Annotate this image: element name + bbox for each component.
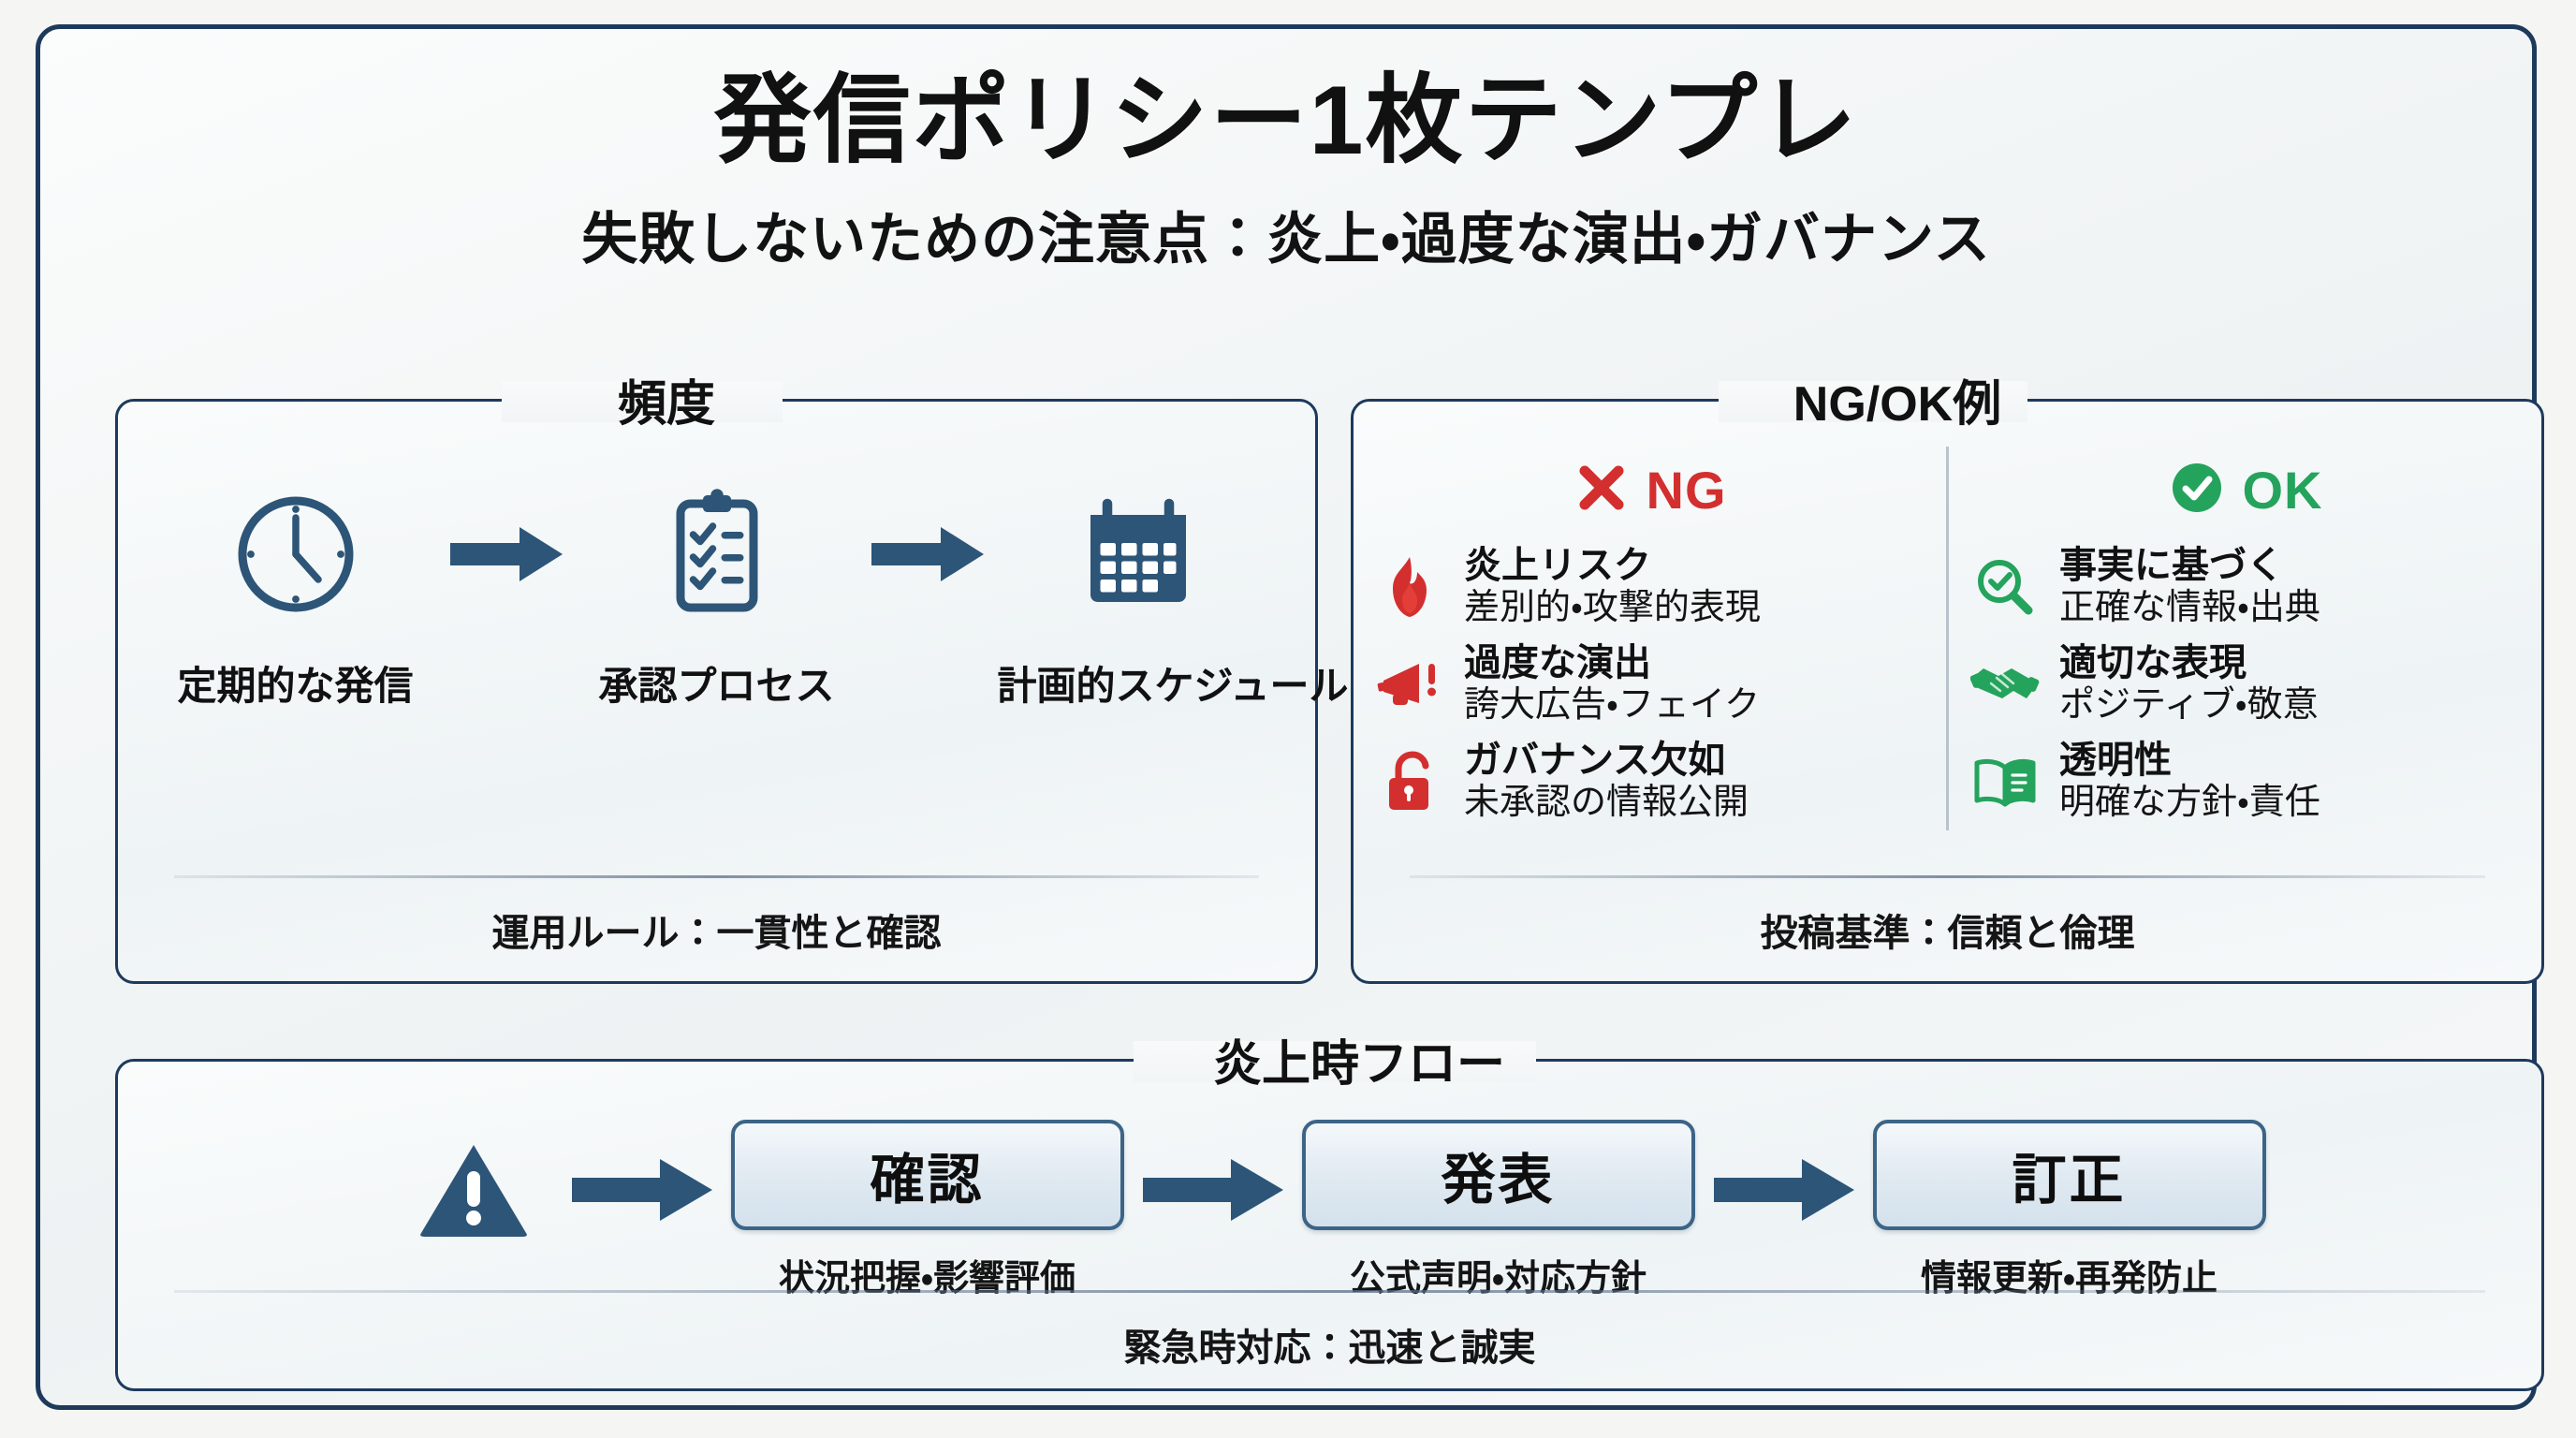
frequency-step-2-label: 承認プロセス [598,664,835,708]
frequency-step-3: 計画的スケジュール [997,475,1349,712]
divider [1410,875,2485,878]
flow-footer-text: 緊急時対応：迅速と誠実 [1123,1328,1536,1369]
ok-item-2-detail: ポジティブ・敬意 [2059,684,2319,725]
ngok-panel-title: NG/OK例 [1793,377,2002,432]
flow-step-1-label: 確認 [870,1150,985,1211]
frequency-step-1-label: 定期的な発信 [177,664,414,708]
handshake-icon [1969,659,2041,710]
calendar-icon [998,475,1279,634]
ngok-panel-footer: 投稿基準：信頼と倫理 [1410,875,2485,957]
flow-step-3: 訂正 情報更新・再発防止 [1872,1120,2266,1300]
check-circle-icon [2168,459,2226,521]
frequency-panel-title: 頻度 [617,377,715,432]
flow-panel-footer: 緊急時対応：迅速と誠実 [174,1290,2485,1372]
frequency-panel: 頻度 定期的な発信 [115,377,1349,984]
warning-triangle-icon [394,1120,553,1260]
ok-item-2-text: 適切な表現 ポジティブ・敬意 [2059,642,2319,726]
ok-item-3: 透明性 明確な方針・責任 [1969,733,2521,830]
arrow-right-icon [857,475,998,634]
unlocked-padlock-icon [1374,750,1445,814]
flow-step-1-box[interactable]: 確認 [730,1120,1124,1230]
ng-item-1-text: 炎上リスク 差別的・攻撃的表現 [1464,545,1761,629]
ng-item-2-text: 過度な演出 誇大広告・フェイク [1464,642,1760,726]
ng-badge: NG [1374,447,1925,533]
ng-item-2: 過度な演出 誇大広告・フェイク [1374,636,1925,733]
arrow-right-icon [553,1120,731,1260]
frequency-panel-footer: 運用ルール：一貫性と確認 [174,875,1259,957]
ok-item-2-heading: 適切な表現 [2059,642,2247,684]
arrow-right-icon [1124,1120,1302,1260]
flow-step-2-label: 発表 [1441,1150,1556,1211]
ng-item-1-heading: 炎上リスク [1464,545,1651,587]
ng-item-1-detail: 差別的・攻撃的表現 [1464,587,1761,627]
ng-item-3: ガバナンス欠如 未承認の情報公開 [1374,733,1925,830]
ok-item-1-detail: 正確な情報・出典 [2059,587,2320,627]
clipboard-checklist-icon [577,475,857,634]
flow-steps: 確認 状況把握・影響評価 発表 公式声明・対応方針 [183,1120,2476,1300]
flow-panel-title: 炎上時フロー [1212,1037,1505,1092]
ngok-columns: NG 炎上リスク 差別的・攻撃的表現 [1354,447,2541,830]
arrow-right-icon [1695,1120,1873,1260]
ng-item-3-heading: ガバナンス欠如 [1464,740,1726,782]
page-title: 発信ポリシー1枚テンプレ [713,66,1859,175]
magnifier-check-icon [1969,556,2041,618]
ng-items: 炎上リスク 差別的・攻撃的表現 [1374,538,1925,830]
megaphone-alert-icon [1374,654,1445,714]
ok-item-1-text: 事実に基づく 正確な情報・出典 [2059,545,2320,629]
title-mask [1134,1041,1536,1082]
flow-step-1: 確認 状況把握・影響評価 [730,1120,1124,1300]
ok-item-3-text: 透明性 明確な方針・責任 [2059,740,2320,824]
title-mask [1719,381,2027,422]
ng-item-2-heading: 過度な演出 [1464,642,1651,684]
frequency-steps: 定期的な発信 [118,475,1349,712]
ngok-footer-text: 投稿基準：信頼と倫理 [1760,913,2135,954]
ok-badge: OK [1969,447,2521,533]
flow-step-2-box[interactable]: 発表 [1301,1120,1695,1230]
ok-item-3-heading: 透明性 [2059,740,2172,782]
ng-label: NG [1646,460,1727,520]
infographic-slide: 発信ポリシー1枚テンプレ 失敗しないための注意点：炎上・過度な演出・ガバナンス … [36,24,2544,1410]
fire-icon [1374,555,1445,619]
header: 発信ポリシー1枚テンプレ 失敗しないための注意点：炎上・過度な演出・ガバナンス [40,68,2532,275]
ng-item-1: 炎上リスク 差別的・攻撃的表現 [1374,538,1925,636]
divider [174,875,1259,878]
flow-step-2: 発表 公式声明・対応方針 [1301,1120,1695,1300]
frequency-step-1: 定期的な発信 [155,475,436,712]
ok-column: OK 事実に基づく 正確な情報・出典 [1946,447,2541,830]
title-mask [502,381,783,422]
clock-icon [155,475,436,634]
divider [174,1290,2485,1293]
open-book-icon [1969,755,2041,809]
ok-label: OK [2242,460,2323,520]
ng-column: NG 炎上リスク 差別的・攻撃的表現 [1354,447,1946,830]
page-subtitle: 失敗しないための注意点：炎上・過度な演出・ガバナンス [581,208,1991,271]
ng-item-3-detail: 未承認の情報公開 [1464,782,1749,822]
ok-item-1-heading: 事実に基づく [2059,545,2284,587]
ng-item-3-text: ガバナンス欠如 未承認の情報公開 [1464,740,1749,824]
flow-step-3-label: 訂正 [2012,1150,2127,1211]
ok-items: 事実に基づく 正確な情報・出典 [1969,538,2521,830]
ng-item-2-detail: 誇大広告・フェイク [1464,684,1761,725]
ok-item-2: 適切な表現 ポジティブ・敬意 [1969,636,2521,733]
arrow-right-icon [436,475,577,634]
cross-mark-icon [1573,460,1630,521]
flow-panel: 炎上時フロー 確認 状況把握・影響評価 [115,1037,2544,1391]
frequency-step-2: 承認プロセス [577,475,857,712]
flow-step-3-box[interactable]: 訂正 [1872,1120,2266,1230]
frequency-step-3-label: 計画的スケジュール [997,664,1349,708]
ok-item-3-detail: 明確な方針・責任 [2059,782,2320,822]
frequency-footer-text: 運用ルール：一貫性と確認 [491,913,942,954]
ngok-panel: NG/OK例 NG [1351,377,2544,984]
ok-item-1: 事実に基づく 正確な情報・出典 [1969,538,2521,636]
